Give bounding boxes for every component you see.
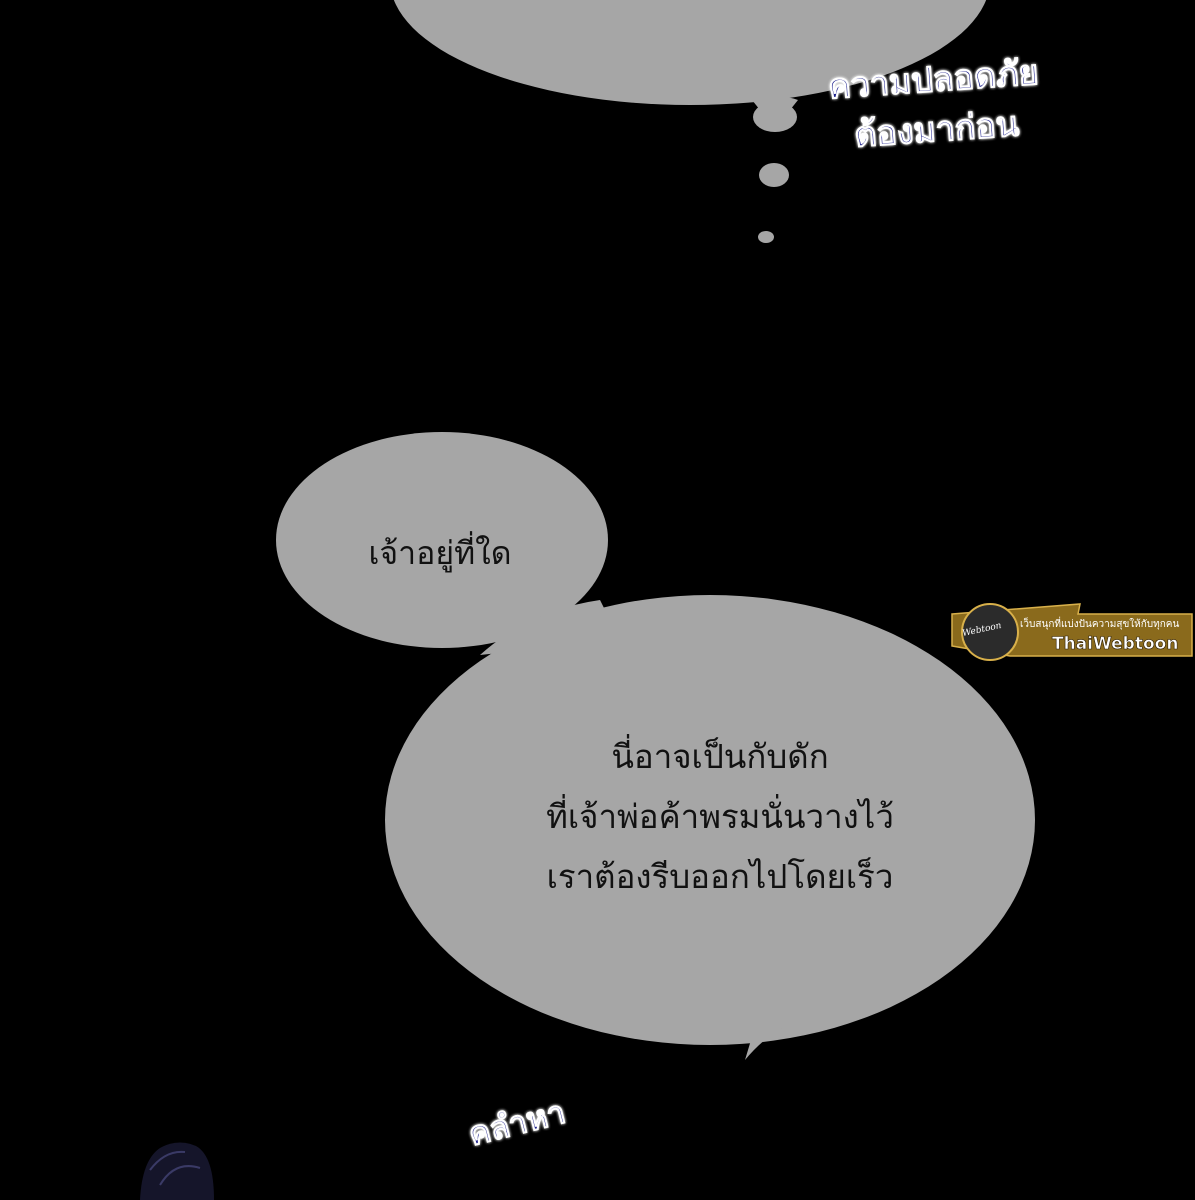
bubble-large-text: นี่อาจเป็นกับดัก ที่เจ้าพ่อค้าพรมนั่นวาง… bbox=[470, 727, 970, 907]
watermark-tagline: เว็บสนุกที่แบ่งปันความสุขให้กับทุกคน bbox=[1020, 619, 1180, 630]
speech-bubble-small bbox=[276, 432, 608, 648]
bubble-large-line-1: นี่อาจเป็นกับดัก bbox=[611, 737, 829, 776]
watermark-badge bbox=[951, 603, 1193, 661]
watermark-name: ThaiWebtoon bbox=[1052, 634, 1179, 655]
bubble-large-line-2: ที่เจ้าพ่อค้าพรมนั่นวางไว้ bbox=[546, 797, 894, 836]
bubble-small-text: เจ้าอยู่ที่ใด bbox=[368, 534, 512, 572]
character-hair-figure bbox=[140, 1142, 214, 1200]
thought-bubble-top bbox=[393, 0, 987, 243]
sfx-safety-first: ความปลอดภัย ต้องมาก่อน bbox=[812, 47, 1058, 163]
bubble-large-line-3: เราต้องรีบออกไปโดยเร็ว bbox=[546, 857, 894, 896]
speech-bubble-large bbox=[385, 595, 1035, 1060]
